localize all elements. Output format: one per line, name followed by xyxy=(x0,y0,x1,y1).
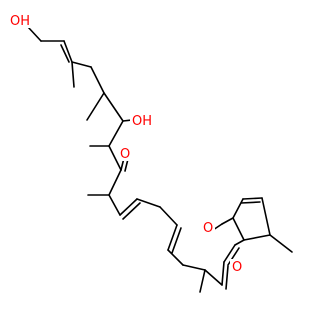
structure-canvas: OH OH O O O xyxy=(8,12,293,293)
bond xyxy=(167,249,184,266)
bond xyxy=(108,145,122,171)
bond xyxy=(90,66,105,94)
bond xyxy=(108,169,122,196)
bond xyxy=(221,261,225,286)
double-bond xyxy=(227,247,240,266)
double-bond xyxy=(171,227,182,254)
bond xyxy=(182,264,206,271)
bond xyxy=(108,194,121,216)
bond xyxy=(167,224,178,251)
bond xyxy=(232,198,244,219)
bond xyxy=(199,269,206,293)
bond xyxy=(261,197,271,236)
atom-labels: OH OH O O O xyxy=(8,12,244,275)
lactone-carbonyl-oxygen-label: O xyxy=(203,221,213,236)
bond xyxy=(103,92,124,122)
bond-skeleton xyxy=(27,26,293,293)
bond xyxy=(232,217,245,241)
bond xyxy=(71,61,92,68)
bond xyxy=(269,234,293,253)
bond xyxy=(108,120,124,147)
double-bond xyxy=(225,265,229,290)
bond xyxy=(223,244,236,263)
double-bond xyxy=(122,202,141,220)
bond xyxy=(243,234,271,241)
double-bond xyxy=(60,44,70,63)
double-bond xyxy=(240,201,261,204)
bond xyxy=(204,269,223,286)
bond xyxy=(63,40,73,63)
bond xyxy=(86,92,105,121)
molecule-diagram: OH OH O O O xyxy=(8,12,293,293)
ring-oxygen-label: O xyxy=(232,260,242,275)
hydroxyl-mid-label: OH xyxy=(132,114,152,129)
hydroxyl-top-label: OH xyxy=(10,14,30,29)
bond xyxy=(119,198,138,216)
bond xyxy=(159,206,178,226)
ketone-oxygen-label: O xyxy=(120,147,130,162)
bond xyxy=(221,217,234,225)
bond xyxy=(71,61,75,88)
bond xyxy=(242,197,263,200)
bond xyxy=(27,26,42,42)
bond xyxy=(136,198,161,208)
bond xyxy=(234,239,245,246)
